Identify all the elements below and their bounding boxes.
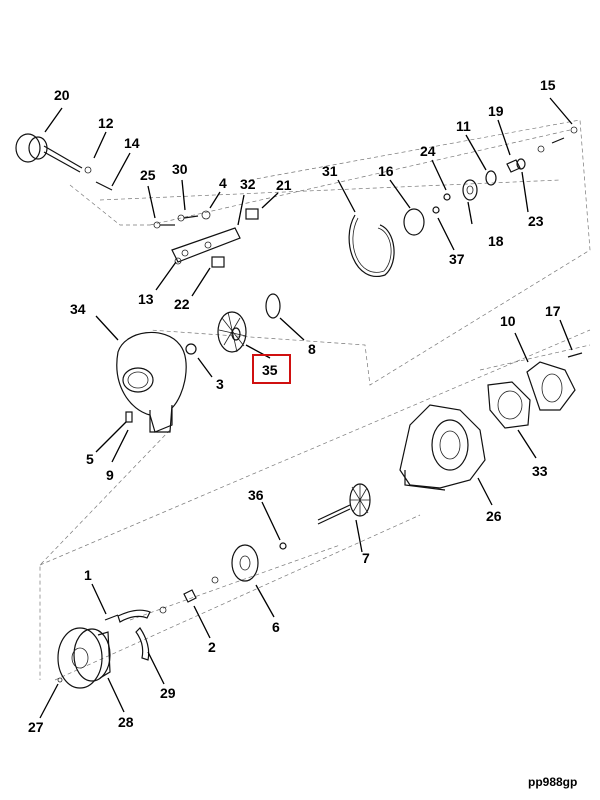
callout-22: 22 xyxy=(174,296,190,312)
thrust-collar xyxy=(462,179,478,201)
callout-30: 30 xyxy=(172,161,188,177)
callout-4: 4 xyxy=(219,175,227,191)
figure-id-label: pp988gp xyxy=(528,775,578,789)
callout-6: 6 xyxy=(272,619,280,635)
callout-18: 18 xyxy=(488,233,504,249)
callout-2: 2 xyxy=(208,639,216,655)
bolt xyxy=(104,614,119,621)
callout-7: 7 xyxy=(362,550,370,566)
compressor-housing xyxy=(116,331,187,433)
callout-28: 28 xyxy=(118,714,134,730)
leader-lines xyxy=(39,97,573,719)
flinger xyxy=(485,170,497,186)
callout-26: 26 xyxy=(486,508,502,524)
callout-5: 5 xyxy=(86,451,94,467)
callout-23: 23 xyxy=(528,213,544,229)
screw xyxy=(551,137,565,144)
callout-35: 35 xyxy=(262,362,278,378)
callout-10: 10 xyxy=(500,313,516,329)
retaining-ring xyxy=(265,293,281,319)
callout-13: 13 xyxy=(138,291,154,307)
callout-29: 29 xyxy=(160,685,176,701)
washer xyxy=(443,193,451,201)
callout-36: 36 xyxy=(248,487,264,503)
ring-seal xyxy=(159,606,167,614)
callout-8: 8 xyxy=(308,341,316,357)
callout-15: 15 xyxy=(540,77,556,93)
callout-17: 17 xyxy=(545,303,561,319)
seal-ring xyxy=(432,206,440,214)
callout-27: 27 xyxy=(28,719,44,735)
callout-12: 12 xyxy=(98,115,114,131)
assembly-centerlines xyxy=(39,119,591,681)
bracket-assembly xyxy=(153,208,259,268)
small-washer xyxy=(537,145,545,153)
nut xyxy=(506,158,526,173)
v-clamp xyxy=(117,609,151,661)
callout-9: 9 xyxy=(106,467,114,483)
callout-11: 11 xyxy=(456,118,471,134)
snap-ring xyxy=(348,214,395,278)
compressor-wheel xyxy=(217,311,247,353)
turbine-housing xyxy=(399,404,486,491)
callout-14: 14 xyxy=(124,135,140,151)
callout-25: 25 xyxy=(140,167,156,183)
bearing-disc xyxy=(231,544,259,582)
callout-33: 33 xyxy=(532,463,548,479)
callout-1: 1 xyxy=(84,567,92,583)
turbine-flange xyxy=(487,352,583,429)
turbine-shaft-wheel xyxy=(317,483,371,525)
backplate xyxy=(57,627,111,689)
o-ring xyxy=(403,208,425,236)
callout-labels: 20 12 14 25 30 4 32 21 13 22 31 16 24 11… xyxy=(28,77,561,735)
hex-nut xyxy=(183,589,197,603)
seal xyxy=(211,576,219,584)
callout-20: 20 xyxy=(54,87,70,103)
actuator-assembly xyxy=(15,133,113,191)
shaft-nut xyxy=(185,343,197,355)
piston-ring xyxy=(279,542,287,550)
callout-32: 32 xyxy=(240,176,256,192)
callout-24: 24 xyxy=(420,143,436,159)
highlight-box xyxy=(252,354,291,384)
callout-37: 37 xyxy=(449,251,465,267)
callout-31: 31 xyxy=(322,163,338,179)
callout-16: 16 xyxy=(378,163,394,179)
pin xyxy=(57,677,63,683)
callout-19: 19 xyxy=(488,103,504,119)
callout-21: 21 xyxy=(276,177,292,193)
plug xyxy=(570,126,578,134)
callout-3: 3 xyxy=(216,376,224,392)
callout-34: 34 xyxy=(70,301,86,317)
